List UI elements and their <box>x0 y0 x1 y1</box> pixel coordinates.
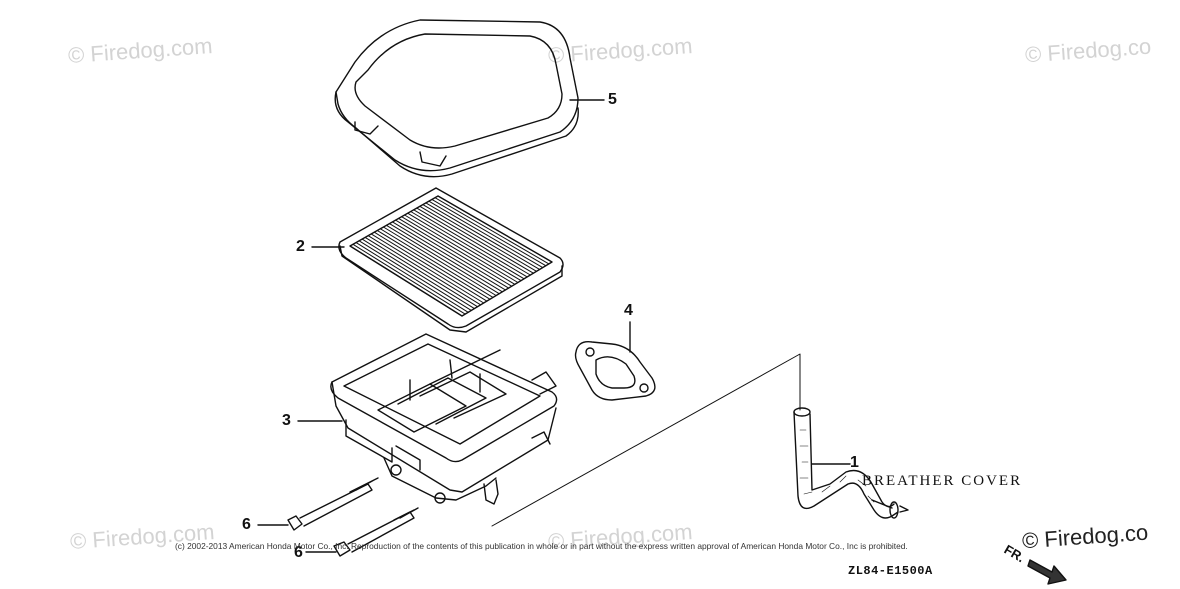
callout-part-3[interactable]: 3 <box>282 412 291 429</box>
callout-part-6-upper[interactable]: 6 <box>242 516 251 533</box>
diagram-code: ZL84-E1500A <box>848 564 933 578</box>
filter-pleats <box>349 195 553 317</box>
air-cleaner-case <box>330 333 558 505</box>
callout-part-1[interactable]: 1 <box>850 454 859 471</box>
breather-tube-texture <box>799 429 875 503</box>
air-cleaner-cover <box>334 19 579 178</box>
assembly-guide-line <box>491 353 801 527</box>
gasket <box>574 341 656 401</box>
callout-part-5[interactable]: 5 <box>608 91 617 108</box>
breather-arrow <box>871 499 909 513</box>
breather-tube <box>793 407 899 519</box>
callout-part-6-lower[interactable]: 6 <box>294 544 303 561</box>
callout-part-4[interactable]: 4 <box>624 302 633 319</box>
flange-bolt-lower <box>333 507 419 557</box>
flange-bolt-upper <box>287 477 379 531</box>
front-arrow-icon <box>1027 559 1067 585</box>
copyright-notice: (c) 2002-2013 American Honda Motor Co., … <box>175 541 908 551</box>
breather-cover-label: BREATHER COVER <box>862 473 1023 489</box>
callout-part-2[interactable]: 2 <box>296 238 305 255</box>
